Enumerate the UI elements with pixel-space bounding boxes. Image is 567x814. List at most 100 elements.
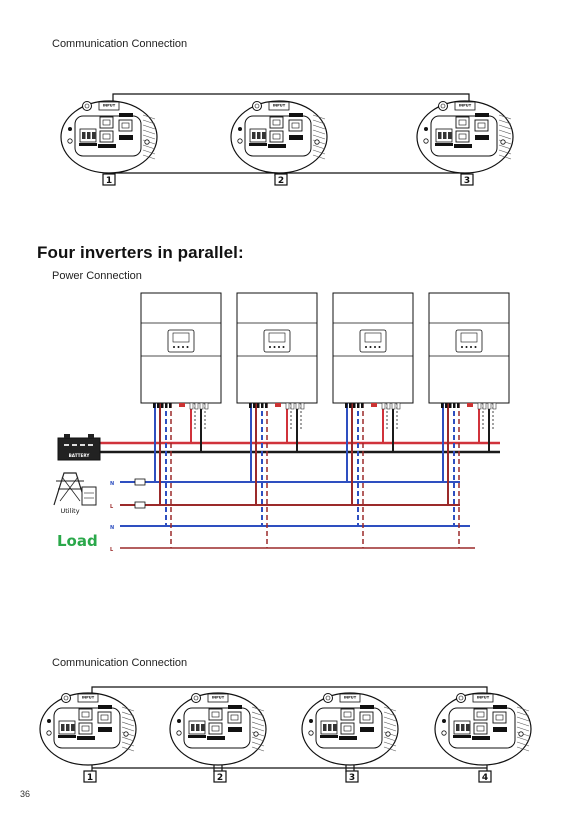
panel-outline [39, 692, 137, 766]
ac-terminal [165, 403, 168, 408]
lcd-button [365, 346, 367, 348]
lcd-button [474, 346, 477, 348]
lcd-button [186, 346, 189, 348]
parallel-port-top [340, 708, 355, 721]
utility-label: Utility [60, 507, 79, 515]
panel-hatch [142, 114, 156, 160]
inverter-unit [332, 292, 414, 410]
lcd-button [177, 346, 180, 348]
screw-icon [46, 730, 52, 736]
panel-hatch [516, 706, 530, 752]
terminal-label [188, 735, 206, 738]
parallel-label-bar [339, 736, 357, 740]
breaker-icon [134, 478, 146, 486]
dc-terminal [391, 402, 396, 410]
unit-number-badge: 3 [460, 173, 474, 186]
section3-title: Communication Connection [52, 657, 188, 669]
rs485-label-bar [493, 727, 507, 732]
inverter-body [140, 292, 222, 404]
dc-terminal [386, 402, 391, 410]
ac-terminal [253, 403, 256, 408]
parallel-port-top [455, 116, 470, 129]
ac-terminal [453, 403, 456, 408]
unit-number: 3 [464, 176, 470, 186]
knob-icon [323, 693, 333, 703]
unit-number: 1 [87, 773, 93, 783]
parallel-port-bottom [78, 722, 93, 735]
led-icon [68, 127, 72, 131]
panel-outline [60, 100, 158, 174]
inverter-unit [236, 292, 318, 410]
dc-fuse [467, 403, 473, 407]
panel-outline [230, 100, 328, 174]
input-tag [454, 101, 476, 111]
parallel-port-bottom [473, 722, 488, 735]
terminal-label [79, 143, 97, 146]
lcd-display [359, 329, 387, 353]
panel-recess [74, 115, 142, 157]
dc-terminal [300, 402, 305, 410]
screw-icon [237, 138, 243, 144]
lcd-button [182, 346, 184, 348]
terminal-label [435, 143, 453, 146]
terminal-block [58, 720, 76, 735]
ac-terminal [349, 403, 352, 408]
parallel-cable-top [91, 686, 488, 701]
dc-terminal [295, 402, 300, 410]
input-tag [77, 693, 99, 703]
led-icon [47, 719, 51, 723]
input-tag-label: INPUT [82, 696, 95, 700]
screw-icon [176, 730, 182, 736]
screw-icon [441, 730, 447, 736]
inverter-comm-panel: INPUT [434, 692, 532, 766]
unit-number: 2 [217, 773, 223, 783]
rs485-label-bar [98, 727, 112, 732]
input-tag [472, 693, 494, 703]
lcd-button [173, 346, 175, 348]
rs485-port [97, 711, 112, 724]
lcd-button [465, 346, 468, 348]
led-icon [424, 127, 428, 131]
lcd-screen [172, 332, 190, 343]
input-tag [268, 101, 290, 111]
rs485-tag [360, 705, 374, 709]
unit-number-badge: 1 [83, 770, 97, 783]
load-neutral-label: N [110, 525, 114, 531]
lcd-button [374, 346, 376, 348]
panel-hatch [121, 706, 135, 752]
unit-number: 2 [278, 176, 284, 186]
terminal-block [453, 720, 471, 735]
utility-pylon-icon: Utility [53, 472, 97, 515]
panel-hatch [312, 114, 326, 160]
panel-outline [169, 692, 267, 766]
parallel-label-bar [472, 736, 490, 740]
ac-terminal [449, 403, 452, 408]
rs485-tag [119, 113, 133, 117]
ac-terminal [457, 403, 460, 408]
screw-icon [253, 731, 259, 737]
input-tag-label: INPUT [103, 104, 116, 108]
input-tag-label: INPUT [344, 696, 357, 700]
screw-icon [385, 731, 391, 737]
terminal-label [453, 735, 471, 738]
lcd-button [378, 346, 381, 348]
dc-terminal [482, 402, 487, 410]
panel-outline [434, 692, 532, 766]
panel-hatch [383, 706, 397, 752]
panel-outline [301, 692, 399, 766]
screw-icon [123, 731, 129, 737]
parallel-label-bar [268, 144, 286, 148]
dc-terminal [199, 402, 204, 410]
dc-terminal [396, 402, 401, 410]
load-label: Load [57, 532, 98, 550]
dc-fuse [179, 403, 185, 407]
inverter-body [332, 292, 414, 404]
led-icon [238, 127, 242, 131]
ac-terminal [157, 403, 160, 408]
parallel-port-top [473, 708, 488, 721]
inverter-comm-panel: INPUT [230, 100, 328, 174]
ac-terminal [441, 403, 444, 408]
unit-number-badge: 2 [274, 173, 288, 186]
knob-icon [61, 693, 71, 703]
rs485-tag [98, 705, 112, 709]
